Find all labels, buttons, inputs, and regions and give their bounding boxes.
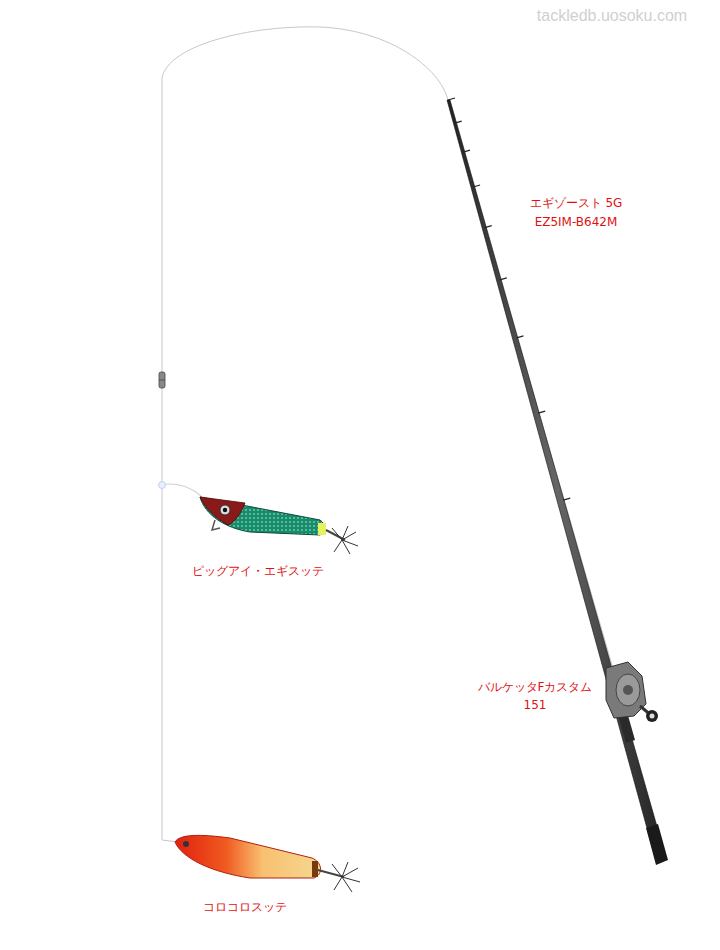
reel xyxy=(606,662,658,722)
reel-model: 151 xyxy=(524,698,547,714)
rod-guide xyxy=(563,498,570,500)
rod-guide xyxy=(485,226,492,228)
branch-line xyxy=(162,484,202,497)
rod-guide xyxy=(463,150,470,152)
lure-name: ピッグアイ・エギスッテ xyxy=(192,564,324,580)
rod-name: エギゾースト 5G xyxy=(530,196,623,212)
lure-name: コロコロスッテ xyxy=(203,900,287,916)
rod-guide xyxy=(473,185,480,187)
rod-guide xyxy=(448,98,455,100)
swivel xyxy=(159,372,165,388)
rod-guide xyxy=(455,121,462,123)
rod-guide xyxy=(516,336,523,338)
watermark: tackledb.uosoku.com xyxy=(537,6,687,27)
egi-sutte-lure xyxy=(200,497,358,554)
rod-guide xyxy=(538,411,545,413)
reel-name: バルケッタFカスタム xyxy=(478,680,593,696)
rod-model: EZ5IM-B642M xyxy=(535,215,618,231)
rod-guide xyxy=(500,278,507,280)
fishing-line xyxy=(162,27,448,840)
korokoro-sutte-lure xyxy=(162,835,360,892)
rod-grip xyxy=(646,824,668,865)
rod-guides xyxy=(448,98,570,500)
rod xyxy=(447,100,668,865)
